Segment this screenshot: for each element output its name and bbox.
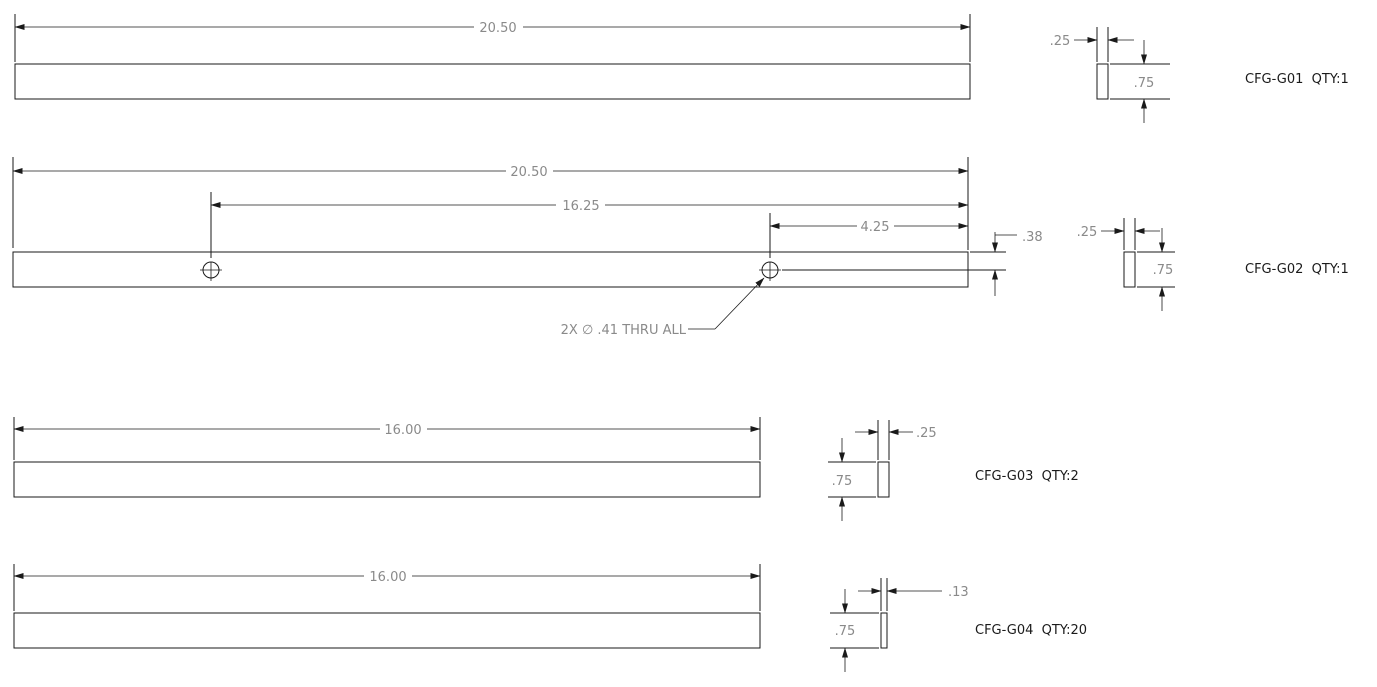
part-g01-label: CFG-G01 QTY:1 <box>1245 72 1349 87</box>
part-g03-length-dim: 16.00 <box>384 423 421 438</box>
part-g02-hole-note: 2X ∅ .41 THRU ALL <box>561 323 687 338</box>
part-g04-side-view <box>880 612 888 649</box>
part-g02-label: CFG-G02 QTY:1 <box>1245 262 1349 277</box>
part-g03-side-view <box>877 461 890 498</box>
part-g02: 20.50 16.25 4.25 .38 2X ∅ .41 <box>12 157 1349 338</box>
part-g04-height-dim: .75 <box>835 624 856 639</box>
part-g02-height-dim: .75 <box>1153 263 1174 278</box>
part-g02-edge-offset-dim: 4.25 <box>861 220 890 235</box>
part-g04-thickness-dim: .13 <box>948 585 969 600</box>
part-g04-front-view <box>13 612 761 649</box>
part-g03: 16.00 .25 .75 CFG-G03 QTY:2 <box>13 417 1079 521</box>
part-g02-side-view <box>1123 251 1136 288</box>
part-g01-height-dim: .75 <box>1134 76 1155 91</box>
part-g01: 20.50 .25 .75 CFG-G01 QTY:1 <box>14 14 1349 123</box>
part-g03-front-view <box>13 461 761 498</box>
part-g01-side-view <box>1096 63 1109 100</box>
part-g02-hole-height-dim: .38 <box>1022 230 1043 245</box>
part-g01-thickness-dim: .25 <box>1050 34 1071 49</box>
part-g03-height-dim: .75 <box>832 474 853 489</box>
part-g02-thickness-dim: .25 <box>1077 225 1098 240</box>
part-g04-label: CFG-G04 QTY:20 <box>975 623 1087 638</box>
part-g02-hole-1 <box>200 261 222 281</box>
part-g03-label: CFG-G03 QTY:2 <box>975 469 1079 484</box>
part-g04-length-dim: 16.00 <box>369 570 406 585</box>
part-g02-hole-2 <box>759 261 781 281</box>
part-g02-hole-span-dim: 16.25 <box>562 199 599 214</box>
part-g04: 16.00 .13 .75 CFG-G04 QTY:20 <box>13 564 1087 672</box>
part-g02-length-dim: 20.50 <box>510 165 547 180</box>
part-g01-length-dim: 20.50 <box>479 21 516 36</box>
part-g01-front-view <box>14 63 971 100</box>
part-g03-thickness-dim: .25 <box>916 426 937 441</box>
